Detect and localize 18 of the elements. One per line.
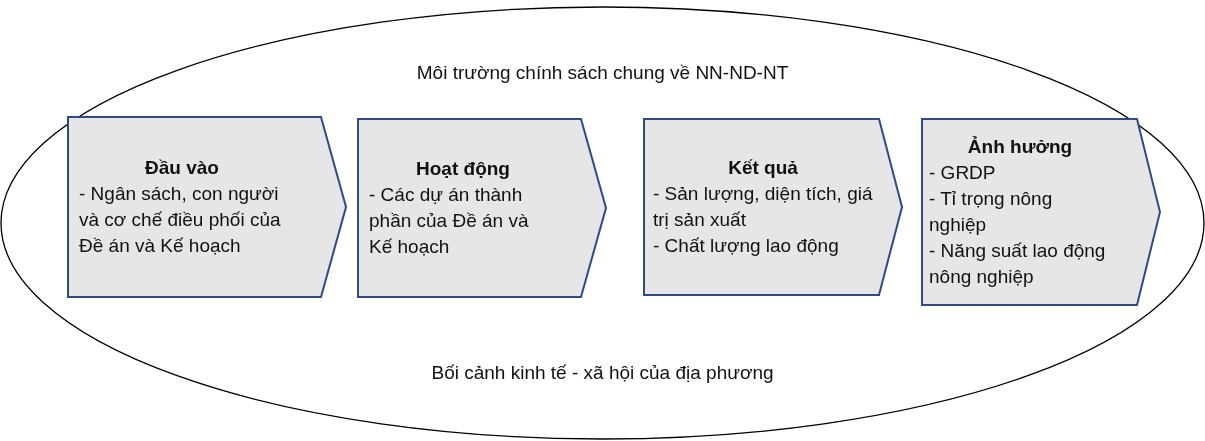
stage-text: - Sản lượng, diện tích, giá trị sản xuất [653,182,873,232]
context-ellipse [0,6,1205,440]
chevron-box [67,116,347,298]
stage-text: - Các dự án thành phần của Đề án và Kế hoạch [369,183,530,259]
stage-heading: Đầu vào [144,156,220,180]
stage-heading: Kết quả [727,156,799,180]
chevron-box [921,118,1161,306]
context-text: Môi trường chính sách chung về NN-ND-NT [415,62,790,84]
stage-text: - Năng suất lao động nông nghiệp [929,239,1107,289]
context-text: Bối cảnh kinh tế - xã hội của địa phương [430,362,775,384]
stage-text: - GRDP [929,161,997,185]
chevron-box [357,118,607,298]
stage-text: - Chất lượng lao động [653,234,840,258]
stage-text: - Ngân sách, con người và cơ chế điều phối của Đề án và Kế hoạch [79,182,282,258]
stage-text: - Tỉ trọng nông nghiệp [929,187,1054,237]
chevron-box [643,118,903,296]
stage-heading: Ảnh hưởng [966,135,1074,159]
stage-heading: Hoạt động [415,157,511,181]
